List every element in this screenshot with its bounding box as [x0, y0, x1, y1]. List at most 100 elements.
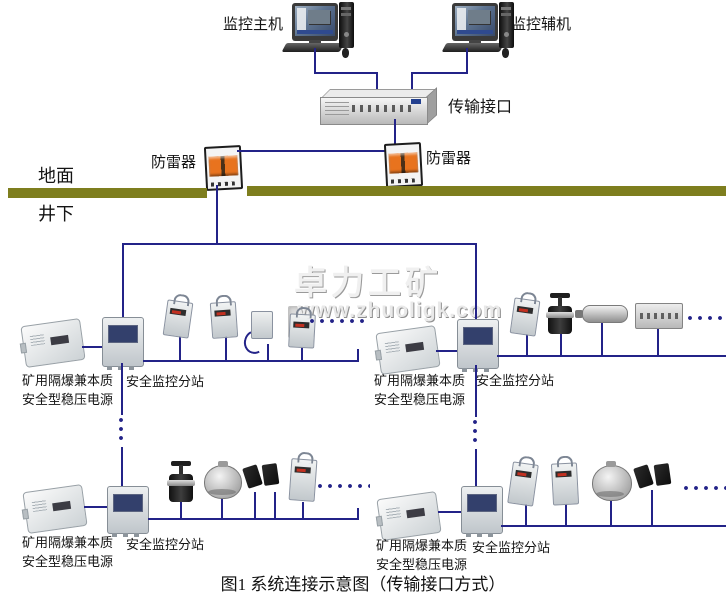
cable-sensor-icon: [251, 311, 273, 339]
riser-line-right: [475, 449, 477, 487]
sensor-drop-line: [526, 332, 528, 356]
sensor-drop-line: [254, 492, 256, 519]
gas-sensor-icon: [507, 455, 539, 507]
transmission-interface-labelplate: [325, 101, 349, 115]
substation-icon: [457, 319, 499, 372]
sensor-drop-line: [179, 334, 181, 361]
aux-keyboard-icon: [441, 43, 505, 52]
substation-label: 安全监控分站: [126, 374, 205, 389]
power-supply-label-line1: 矿用隔爆兼本质: [22, 535, 114, 550]
sensor-drop-line: [225, 336, 227, 361]
host-drop-line: [314, 48, 316, 73]
aux-screen: [455, 6, 495, 36]
cylinder-sensor-icon: [575, 305, 628, 323]
sensor-drop-line: [565, 502, 567, 526]
psu-station-link: [436, 350, 459, 352]
round-sensor-icon: [204, 461, 242, 499]
surface-bar-right: [247, 186, 726, 196]
substation-label: 安全监控分站: [476, 373, 555, 388]
black-module-icon: [242, 464, 263, 489]
bus-end-hook: [357, 508, 359, 519]
transmission-interface-logo: [411, 99, 421, 104]
ellipsis-dots: [684, 486, 726, 490]
host-tower-icon: [339, 2, 354, 48]
host-screen: [295, 6, 335, 36]
host-horizontal-line: [314, 72, 378, 74]
aux-to-interface-line: [411, 72, 413, 92]
bus-end-hook: [357, 349, 359, 361]
host-mouse-icon: [342, 48, 349, 58]
substation-icon: [461, 486, 503, 537]
sensor-drop-line: [601, 321, 603, 356]
substation-label: 安全监控分站: [126, 537, 205, 552]
trunk-line: [122, 243, 477, 245]
arrester-bridge-line: [237, 150, 387, 152]
power-supply-icon: [375, 491, 442, 541]
aux-drop-line: [466, 48, 468, 73]
sensor-drop-line: [267, 344, 269, 361]
sensor-drop-line: [610, 498, 612, 526]
watermark-brand: 卓力工矿: [294, 266, 442, 302]
sensor-drop-line: [657, 327, 659, 356]
power-supply-icon: [374, 325, 441, 375]
sensor-bus-line: [497, 355, 726, 357]
psu-station-link: [84, 506, 108, 508]
power-supply-label-line2: 安全型稳压电源: [376, 557, 468, 572]
aux-mouse-icon: [502, 48, 509, 58]
power-supply-label-line2: 安全型稳压电源: [22, 554, 114, 569]
power-supply-label-line2: 安全型稳压电源: [374, 392, 466, 407]
figure-caption: 图1 系统连接示意图（传输接口方式）: [220, 575, 506, 594]
gas-sensor-icon: [550, 455, 580, 506]
riser-ellipsis-right: [473, 420, 477, 447]
host-monitor-icon: [292, 3, 338, 41]
host-keyboard-icon: [281, 43, 345, 52]
power-supply-label-line1: 矿用隔爆兼本质: [374, 373, 466, 388]
arrester-left-label: 防雷器: [151, 155, 197, 171]
sensor-drop-line: [525, 502, 527, 526]
host-computer-label: 监控主机: [223, 17, 284, 33]
black-module-icon: [633, 464, 654, 489]
trunk-right-drop: [475, 243, 477, 321]
riser-line-right: [475, 365, 477, 417]
aux-horizontal-line: [411, 72, 468, 74]
transmission-interface-ports: [352, 105, 414, 112]
sensor-drop-line: [180, 500, 182, 519]
interface-to-arrester-line: [394, 119, 396, 146]
substation-icon: [107, 486, 149, 537]
sensor-drop-line: [560, 334, 562, 356]
sensor-drop-line: [302, 502, 304, 519]
substation-label: 安全监控分站: [472, 540, 551, 555]
surface-bar-left: [8, 188, 207, 198]
sensor-bus-line: [143, 360, 359, 362]
gas-sensor-icon: [509, 291, 541, 337]
ground-label: 地面: [38, 166, 74, 186]
host-to-interface-line: [376, 72, 378, 92]
psu-station-link: [82, 346, 104, 348]
arrester-right-icon: [383, 142, 424, 188]
arrester-right-label: 防雷器: [426, 151, 472, 167]
sensor-drop-line: [651, 490, 653, 526]
aux-monitor-icon: [452, 3, 498, 41]
trunk-left-drop: [122, 243, 124, 318]
riser-ellipsis-left: [119, 418, 123, 445]
sensor-bus-line: [501, 525, 726, 527]
psu-station-link: [438, 511, 462, 513]
transmission-interface-label: 传输接口: [448, 99, 513, 116]
gas-sensor-icon: [162, 293, 194, 339]
ellipsis-dots: [310, 319, 368, 323]
valve-device-icon: [167, 461, 195, 503]
power-supply-label-line2: 安全型稳压电源: [22, 392, 114, 407]
sensor-bus-line: [148, 518, 359, 520]
round-sensor-icon: [592, 461, 632, 501]
riser-line-left: [121, 447, 123, 487]
sensor-drop-line: [301, 348, 303, 361]
watermark-url: www.zhuoligk.com: [298, 299, 503, 322]
ellipsis-dots: [318, 484, 370, 488]
black-module-icon: [653, 463, 672, 486]
power-supply-icon: [21, 484, 88, 534]
valve-device-icon: [546, 293, 574, 335]
aux-tower-icon: [499, 2, 514, 48]
underground-label: 井下: [38, 204, 74, 224]
substation-icon: [102, 317, 144, 370]
